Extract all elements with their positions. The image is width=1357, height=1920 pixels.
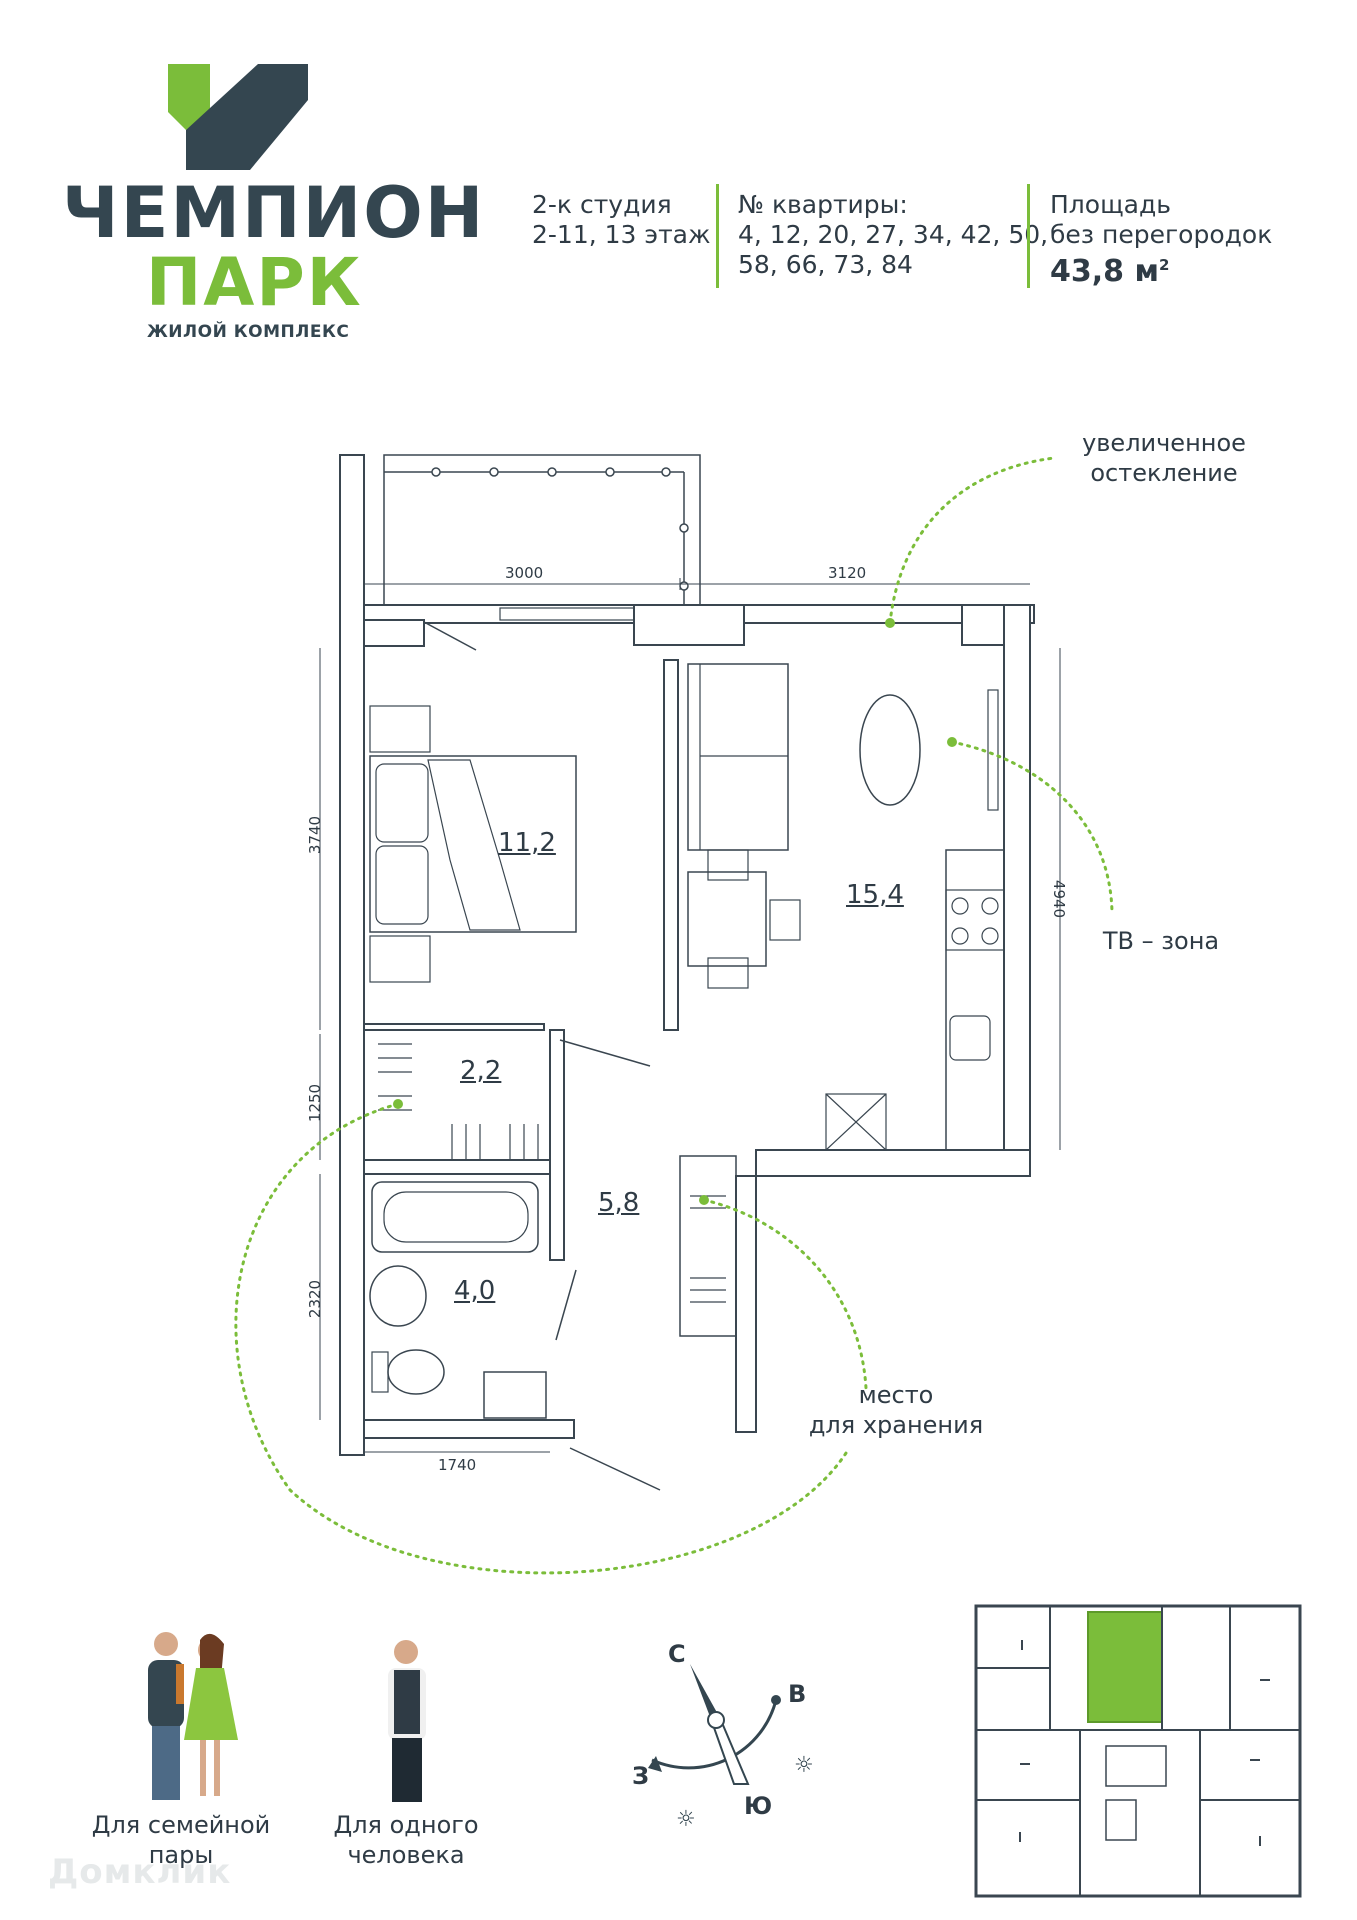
apartment-area: Площадь без перегородок 43,8 м2 <box>1050 190 1272 287</box>
room-area-storage: 2,2 <box>460 1056 502 1086</box>
room-area-living: 15,4 <box>846 880 904 910</box>
info-divider <box>1027 184 1030 288</box>
dimension-top-left: 3000 <box>505 564 544 582</box>
bedroom-living-wall <box>663 659 679 1031</box>
apartment-type-label: 2-к студия <box>532 190 672 219</box>
area-label-line1: Площадь <box>1050 190 1171 219</box>
apartment-numbers-line2: 58, 66, 73, 84 <box>738 250 913 279</box>
area-label-line2: без перегородок <box>1050 220 1273 249</box>
apartment-numbers-label: № квартиры: <box>738 190 908 219</box>
callout-tv-zone: ТВ – зона <box>1102 927 1220 955</box>
area-value: 43,8 м2 <box>1050 254 1170 289</box>
storage-bath-wall <box>363 1159 551 1175</box>
sun-icon: ☼ <box>676 1807 696 1832</box>
tv-stand <box>987 689 999 811</box>
callout-storage: место для хранения <box>808 1381 984 1439</box>
bathtub <box>371 1181 539 1253</box>
room-area-bedroom: 11,2 <box>498 828 556 858</box>
logo-title-line2: ПАРК <box>146 244 363 321</box>
right-lower-wall <box>755 1149 1031 1177</box>
bottom-wall <box>363 1419 575 1439</box>
bath-hall-wall <box>549 1029 565 1261</box>
apartment-numbers: № квартиры: 4, 12, 20, 27, 34, 42, 50, 5… <box>738 190 1048 280</box>
compass-south: Ю <box>744 1792 773 1820</box>
storage-shelves <box>378 1043 726 1303</box>
stove <box>945 889 1005 951</box>
dimension-bottom-bath: 1740 <box>438 1456 477 1474</box>
dimension-top-right: 3120 <box>828 564 867 582</box>
logo-subtitle: ЖИЛОЙ КОМПЛЕКС <box>147 322 350 342</box>
logo-title-line1: ЧЕМПИОН <box>62 172 486 254</box>
balcony-glazing-posts <box>431 467 689 591</box>
callout-glazing: увеличенное остекление <box>1082 429 1246 487</box>
washing-machine <box>483 1371 547 1419</box>
room-area-hall: 5,8 <box>598 1188 640 1218</box>
washbasin <box>369 1265 427 1327</box>
apartment-numbers-line1: 4, 12, 20, 27, 34, 42, 50, <box>738 220 1049 249</box>
compass-north: С <box>668 1640 686 1668</box>
caption-family: Для семейной пары <box>91 1811 271 1869</box>
sun-icon: ☼ <box>794 1753 814 1778</box>
caption-single: Для одного человека <box>333 1811 479 1869</box>
dining-table <box>687 871 767 967</box>
compass-west: З <box>632 1762 650 1790</box>
coffee-table <box>859 694 921 806</box>
family-couple-icon <box>148 1632 238 1800</box>
info-divider <box>716 184 719 288</box>
kitchen-sink <box>949 1015 991 1061</box>
apartment-floors: 2-11, 13 этаж <box>532 220 711 249</box>
compass-east: В <box>788 1680 807 1708</box>
watermark: Домклик <box>48 1852 232 1892</box>
wardrobe <box>679 1155 737 1337</box>
fridge <box>825 1093 887 1151</box>
bed <box>369 755 577 933</box>
dimension-lines <box>319 578 1061 1453</box>
highlighted-apartment <box>1087 1611 1163 1723</box>
single-person-icon <box>388 1640 426 1802</box>
apartment-type: 2-к студия 2-11, 13 этаж <box>532 190 711 250</box>
room-area-bath: 4,0 <box>454 1276 496 1306</box>
kitchen-counter <box>945 849 1005 1151</box>
left-wall <box>339 454 365 1456</box>
